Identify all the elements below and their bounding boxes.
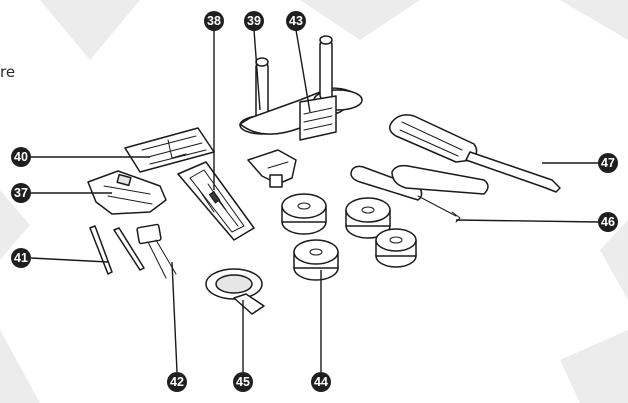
bobbin-3 (375, 228, 417, 268)
callout-41: 41 (11, 248, 31, 268)
part-47-screwdriver (389, 114, 561, 193)
callout-39: 39 (244, 11, 264, 31)
callout-39-label: 39 (247, 14, 261, 28)
callout-37: 37 (11, 183, 31, 203)
part-40-plate (124, 127, 215, 173)
callout-41-label: 41 (14, 251, 28, 265)
callout-45-label: 45 (236, 375, 250, 389)
callout-46-label: 46 (601, 215, 615, 229)
callout-44-label: 44 (314, 375, 328, 389)
part-37-presser-foot (87, 170, 167, 215)
callout-46: 46 (598, 212, 618, 232)
callout-40: 40 (11, 147, 31, 167)
callout-43-label: 43 (289, 14, 303, 28)
part-zipper-foot (247, 149, 297, 188)
callout-47: 47 (598, 153, 618, 173)
callout-44: 44 (311, 372, 331, 392)
text-fragment: re (0, 63, 15, 81)
callout-43: 43 (286, 11, 306, 31)
part-42-twin-needle (136, 223, 177, 279)
callout-47-label: 47 (601, 156, 615, 170)
part-44-bobbins (281, 193, 417, 281)
part-46-seam-ripper (350, 164, 489, 223)
bobbin-1 (281, 193, 327, 235)
bobbin-2 (345, 197, 391, 239)
callout-37-label: 37 (14, 186, 28, 200)
part-45-cutter (205, 268, 265, 315)
callout-40-label: 40 (14, 150, 28, 164)
callout-45: 45 (233, 372, 253, 392)
part-38-buttonhole-foot (177, 161, 255, 241)
bobbin-4 (293, 239, 339, 281)
callout-38-label: 38 (207, 14, 221, 28)
part-41-needles (89, 225, 145, 275)
callout-42-label: 42 (170, 375, 184, 389)
callout-42: 42 (167, 372, 187, 392)
callout-38: 38 (204, 11, 224, 31)
leader-lines (30, 29, 600, 373)
